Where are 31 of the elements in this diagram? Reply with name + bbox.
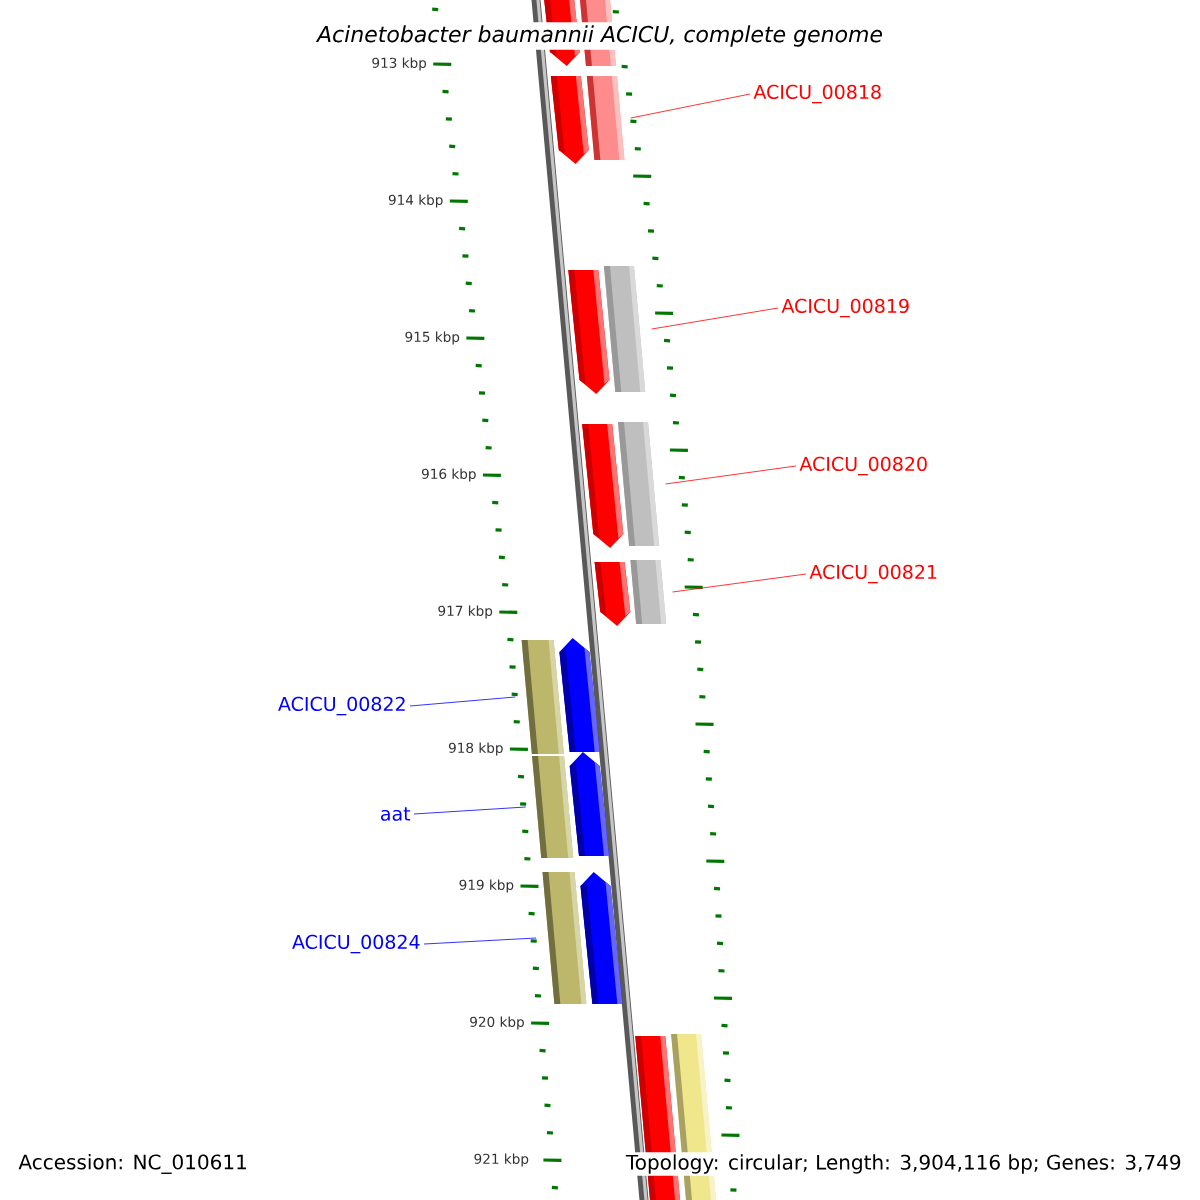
- gene-bar: [521, 640, 564, 754]
- gene-bar: [630, 560, 667, 624]
- title: Acinetobacter baumannii ACICU, complete genome: [314, 22, 886, 50]
- gene-block: [582, 424, 624, 548]
- accession-text: Accession: NC_010611: [18, 1154, 246, 1174]
- gene-label: ACICU_00824: [292, 934, 420, 954]
- gene-bar: [532, 756, 574, 858]
- genome-info-text: Topology: circular; Length: 3,904,116 bp; Genes: 3,749: [623, 1152, 1184, 1176]
- leader-line: [630, 93, 751, 119]
- gene-bar: [542, 872, 587, 1004]
- gene-bar: [586, 76, 625, 160]
- gene-block: [559, 638, 600, 752]
- leader-line: [665, 465, 797, 485]
- gene-bar: [618, 422, 660, 546]
- leader-line: [651, 307, 779, 330]
- gene-label: ACICU_00819: [781, 298, 909, 318]
- gene-label: ACICU_00820: [799, 456, 927, 476]
- leader-line: [413, 806, 527, 815]
- gene-block: [569, 752, 610, 856]
- gene-block: [580, 872, 623, 1004]
- gene-block: [594, 562, 631, 626]
- gene-block: [550, 76, 589, 164]
- leader-line: [409, 696, 516, 707]
- gene-label: ACICU_00822: [278, 696, 405, 716]
- leader-line: [672, 573, 807, 593]
- gene-label: ACICU_00821: [809, 564, 937, 584]
- gene-label: aat: [381, 807, 411, 821]
- gene-label: ACICU_00818: [753, 84, 881, 104]
- leader-line: [423, 937, 537, 945]
- gene-block: [568, 270, 610, 394]
- gene-bar: [603, 266, 646, 392]
